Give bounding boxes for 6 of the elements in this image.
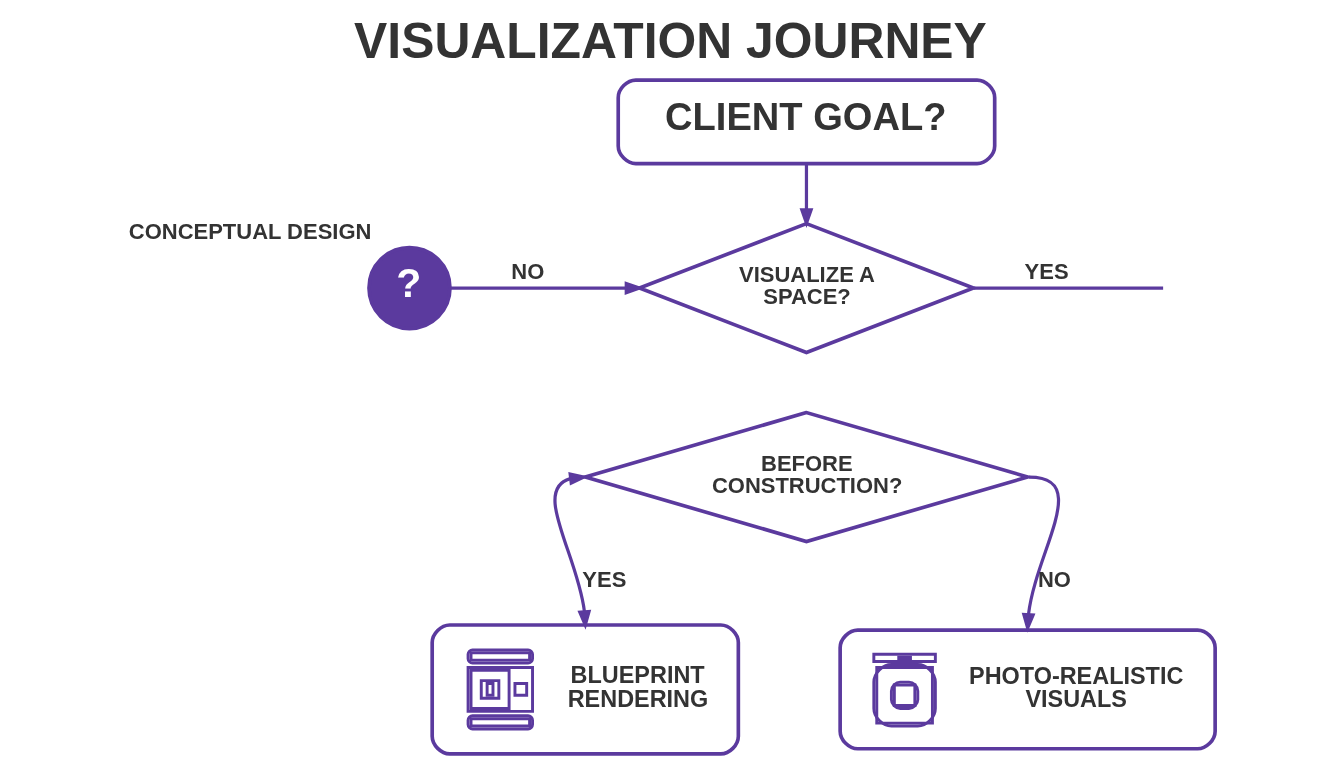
node-label: CONCEPTUAL DESIGN [128, 218, 372, 244]
edge-label: YES [582, 566, 627, 592]
diagram-title: VISUALIZATION JOURNEY [354, 13, 987, 70]
edge-label: NO [511, 259, 545, 285]
edge-label: NO [1037, 566, 1071, 592]
edge-label: YES [1024, 259, 1069, 285]
